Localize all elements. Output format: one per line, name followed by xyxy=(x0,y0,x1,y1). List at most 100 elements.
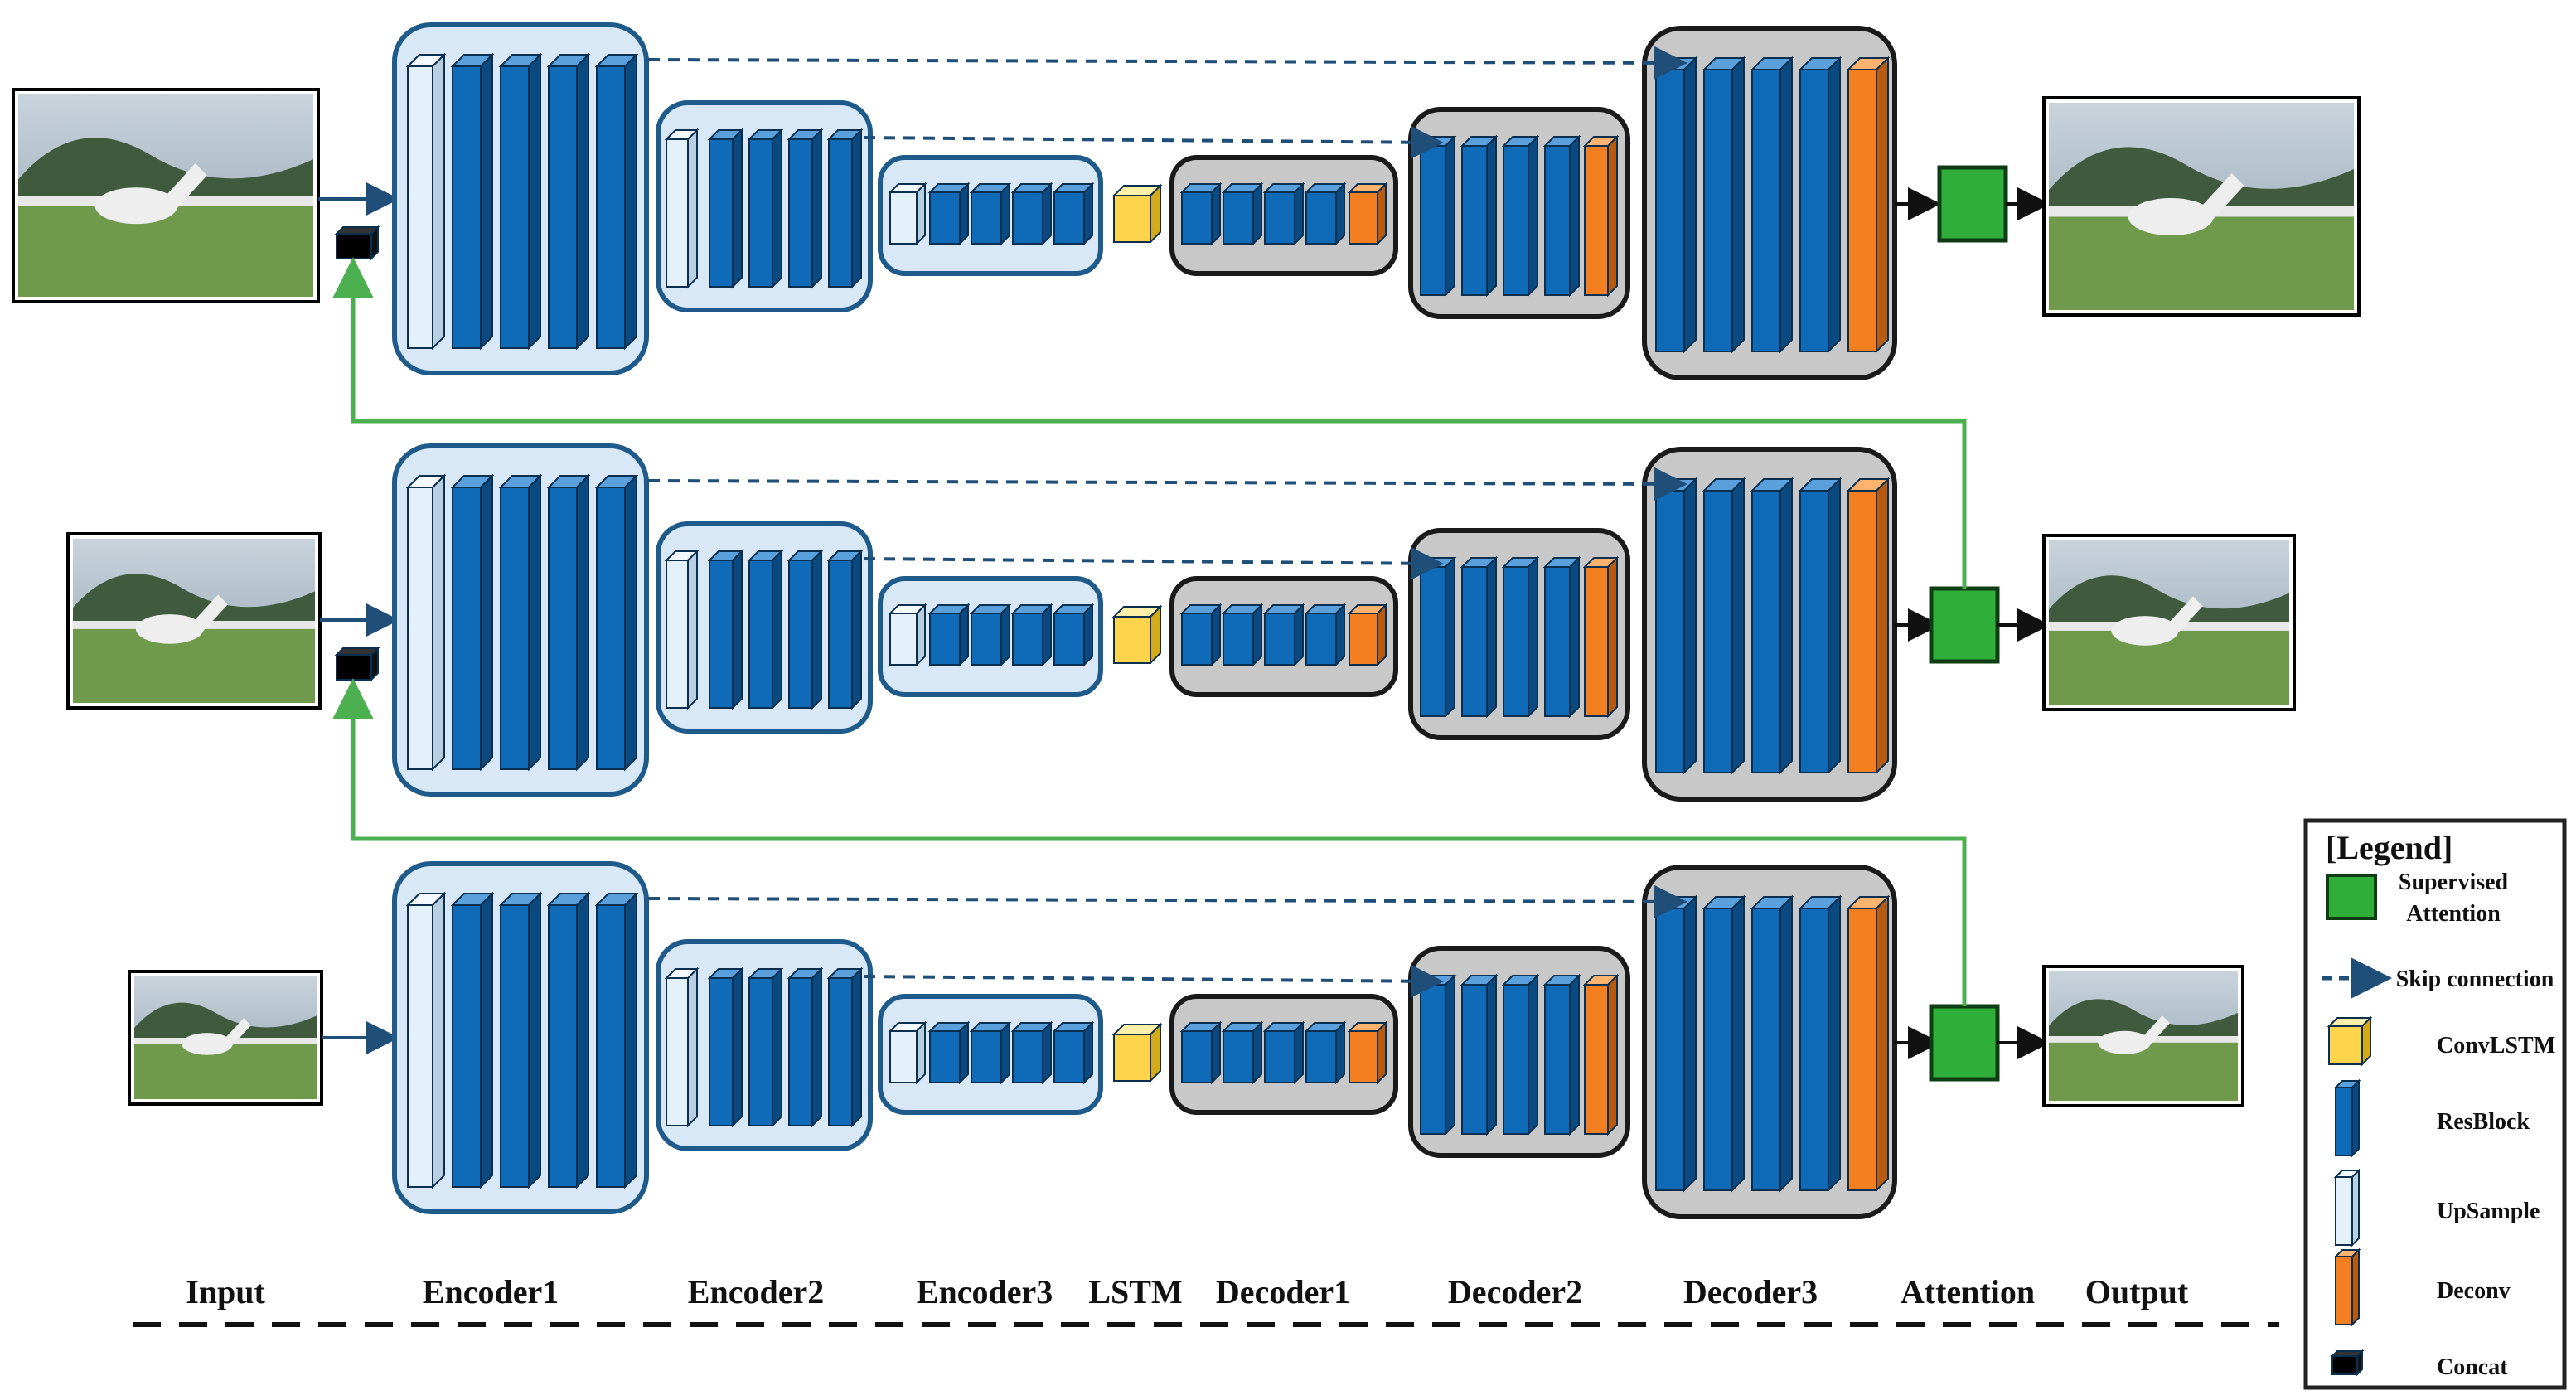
encoder2-upsample-middle xyxy=(664,549,700,710)
encoder2-resblock-3-bottom-side xyxy=(811,966,822,1128)
decoder1-resblock-2-middle-side xyxy=(1252,603,1262,667)
supervised-attention-top xyxy=(1937,165,2008,243)
encoder1-resblock-1-bottom-front xyxy=(452,904,482,1188)
decoder1-resblock-2-top xyxy=(1221,182,1264,246)
legend-upsample-icon xyxy=(2333,1168,2361,1247)
stage-label-decoder1: Decoder1 xyxy=(1216,1273,1350,1310)
input-image-bottom-hills xyxy=(134,1002,317,1044)
encoder2-upsample-top-side xyxy=(687,128,698,289)
decoder1-deconv-bottom-front xyxy=(1349,1030,1378,1083)
decoder2-resblock-2-top-side xyxy=(1486,134,1497,298)
decoder3-resblock-1-bottom-front xyxy=(1655,908,1685,1191)
concat-block-top xyxy=(334,225,380,261)
decoder1-resblock-4-middle-front xyxy=(1305,613,1337,666)
legend-concat-icon xyxy=(2330,1349,2365,1377)
encoder1-resblock-3-bottom-side xyxy=(576,891,589,1189)
stage-label-encoder3: Encoder3 xyxy=(917,1273,1053,1310)
decoder1-resblock-3-middle xyxy=(1262,603,1305,667)
convlstm-block-bottom xyxy=(1111,1022,1163,1083)
decoder2-resblock-1-top-side xyxy=(1445,134,1455,298)
decoder2-resblock-2-middle xyxy=(1460,555,1499,719)
decoder1-deconv-middle-side xyxy=(1377,603,1387,667)
encoder3-resblock-4-top-front xyxy=(1053,191,1085,245)
decoder2-resblock-2-bottom-front xyxy=(1461,984,1488,1135)
encoder3-resblock-2-top-front xyxy=(971,191,1002,245)
encoder3-upsample-middle-side xyxy=(916,603,926,667)
encoder1-resblock-2-bottom-front xyxy=(500,904,530,1188)
input-image-top-horse xyxy=(94,187,178,225)
decoder3-resblock-2-middle-side xyxy=(1731,477,1745,775)
skip-connection-1-top xyxy=(647,46,1687,80)
concat-block-top-front xyxy=(336,233,372,259)
encoder2-resblock-2-bottom-side xyxy=(772,966,782,1128)
decoder1-resblock-1-middle xyxy=(1179,603,1223,667)
encoder1-resblock-2-middle-side xyxy=(528,473,541,772)
encoder1-resblock-4-top-side xyxy=(624,52,637,351)
level-top xyxy=(12,22,2361,380)
encoder3-resblock-1-middle-front xyxy=(929,613,961,666)
decoder3-resblock-1-middle xyxy=(1654,477,1698,775)
encoder3-resblock-4-top-side xyxy=(1083,182,1093,246)
decoder1-resblock-1-middle-side xyxy=(1211,603,1221,667)
encoder1-resblock-4-top-front xyxy=(596,65,626,349)
encoder3-resblock-1-top-front xyxy=(929,191,961,245)
decoder1-resblock-1-bottom-front xyxy=(1181,1030,1213,1083)
decoder2-resblock-4-top xyxy=(1542,134,1581,298)
decoder2-deconv-bottom-front xyxy=(1584,984,1609,1135)
legend-label-upsample: UpSample xyxy=(2437,1199,2540,1224)
encoder1-upsample-middle-front xyxy=(407,487,433,770)
encoder1-resblock-3-middle-side xyxy=(576,473,589,772)
decoder1-resblock-1-bottom xyxy=(1179,1020,1223,1085)
encoder3-resblock-1-top-side xyxy=(959,182,969,246)
legend-item-convlstm: ConvLSTM xyxy=(2327,1015,2555,1067)
concat-block-middle-side xyxy=(370,646,379,682)
decoder2-resblock-1-top xyxy=(1418,134,1457,298)
legend-convlstm-icon-side xyxy=(2361,1015,2371,1067)
stage-label-encoder2: Encoder2 xyxy=(688,1273,824,1310)
decoder1-resblock-4-bottom-side xyxy=(1335,1020,1345,1085)
decoder2-resblock-3-middle-side xyxy=(1528,555,1538,719)
output-image-middle xyxy=(2042,534,2296,711)
legend-item-concat: Concat xyxy=(2330,1349,2508,1380)
decoder2-resblock-1-middle-front xyxy=(1420,566,1446,717)
encoder2-upsample-bottom-side xyxy=(687,966,698,1128)
decoder3-resblock-3-bottom-side xyxy=(1779,894,1793,1193)
decoder2-resblock-1-middle-side xyxy=(1445,555,1455,719)
decoder3-resblock-1-middle-side xyxy=(1683,477,1697,775)
concat-block-middle-front xyxy=(336,654,372,681)
decoder2-deconv-middle-side xyxy=(1607,555,1618,719)
encoder2-resblock-4-top-front xyxy=(828,138,853,288)
decoder1-deconv-top xyxy=(1347,182,1388,246)
encoder1-resblock-3-top-side xyxy=(576,52,589,351)
output-image-bottom-horse xyxy=(2098,1030,2152,1054)
legend-resblock-icon-front xyxy=(2335,1087,2353,1156)
encoder2-resblock-2-top-side xyxy=(772,128,782,289)
input-image-middle-hills xyxy=(73,574,315,629)
encoder1-resblock-3-top-front xyxy=(548,65,578,349)
encoder1-resblock-3-middle-front xyxy=(548,487,578,770)
decoder3-resblock-2-bottom-side xyxy=(1731,894,1745,1193)
decoder1-resblock-2-bottom xyxy=(1221,1020,1264,1085)
input-image-bottom-horse-neck xyxy=(225,1018,251,1045)
decoder1-resblock-2-top-side xyxy=(1252,182,1262,246)
skip-connection-1-bottom xyxy=(647,884,1687,918)
decoder2-deconv-top xyxy=(1582,134,1620,298)
decoder2-deconv-top-side xyxy=(1607,134,1618,298)
encoder3-upsample-bottom-front xyxy=(889,1030,918,1083)
encoder2-resblock-2-middle-front xyxy=(748,560,773,709)
encoder2-resblock-3-top xyxy=(787,128,824,289)
decoder2-resblock-1-middle xyxy=(1418,555,1457,719)
encoder3-resblock-4-bottom-front xyxy=(1053,1030,1085,1083)
decoder3-resblock-2-top xyxy=(1702,56,1746,354)
encoder3-resblock-3-middle-front xyxy=(1012,613,1043,666)
decoder2-resblock-2-middle-side xyxy=(1486,555,1497,719)
decoder1-deconv-middle-front xyxy=(1349,613,1378,666)
input-image-middle xyxy=(66,532,322,710)
decoder2-resblock-1-bottom-front xyxy=(1420,984,1446,1135)
encoder3-resblock-3-bottom-front xyxy=(1012,1030,1043,1083)
decoder2-resblock-4-top-side xyxy=(1569,134,1580,298)
decoder3-resblock-2-middle-front xyxy=(1703,490,1733,773)
legend-item-deconv: Deconv xyxy=(2333,1247,2511,1327)
legend-upsample-icon-front xyxy=(2335,1176,2353,1246)
convlstm-block-middle-front xyxy=(1113,616,1151,664)
